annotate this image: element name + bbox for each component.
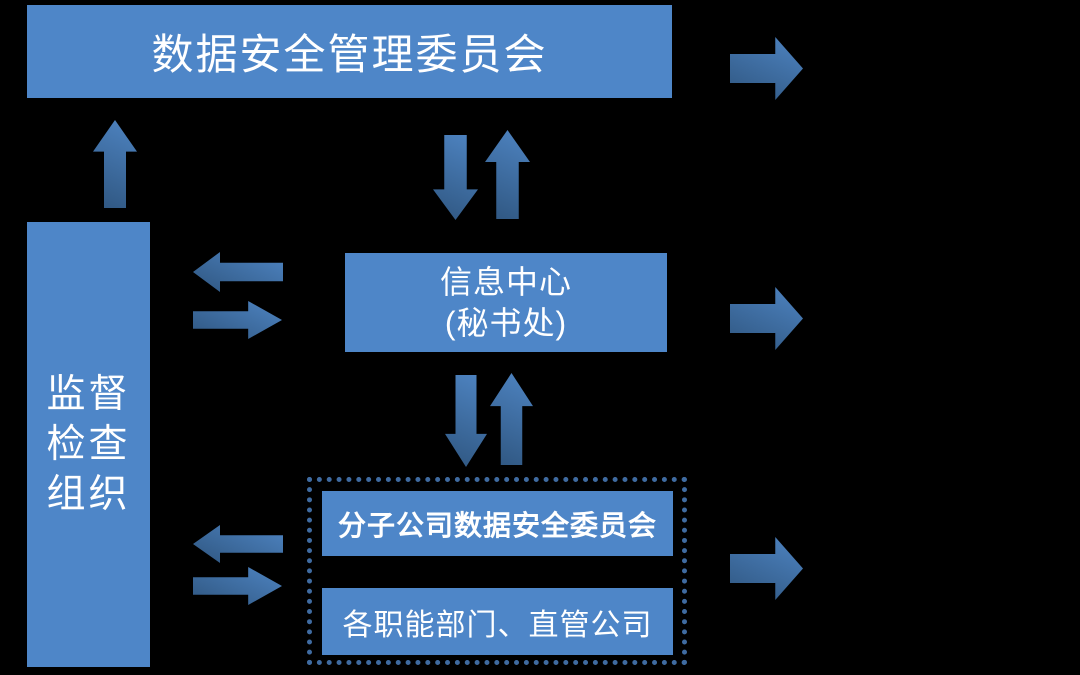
- arrow-up-info-to-committee-icon: [485, 130, 530, 219]
- arrow-left-subsidiary-to-supervision-icon: [193, 525, 283, 563]
- committee-label: 数据安全管理委员会: [151, 31, 548, 78]
- arrow-right-committee-outbound-icon: [730, 37, 803, 100]
- arrow-right-supervision-to-info-icon: [193, 301, 282, 339]
- subsidiary-committee-label: 分子公司数据安全委员会: [337, 509, 657, 541]
- supervision-label-line1: 监督: [46, 372, 131, 416]
- supervision-label-line2: 检查: [46, 422, 131, 466]
- arrow-up-subsidiary-to-info-icon: [490, 373, 533, 465]
- arrow-right-info-outbound-icon: [730, 287, 803, 350]
- info-center-label-line2: (秘书处): [444, 304, 568, 341]
- arrow-down-committee-to-info-icon: [433, 135, 478, 220]
- subsidiary-committee-box: 分子公司数据安全委员会: [322, 491, 673, 556]
- info-center-box: 信息中心 (秘书处): [345, 253, 667, 352]
- supervision-box: 监督 检查 组织: [27, 222, 150, 667]
- info-center-label-line1: 信息中心: [439, 263, 572, 300]
- arrow-right-subsidiary-outbound-icon: [730, 537, 803, 600]
- departments-box: 各职能部门、直管公司: [322, 588, 673, 655]
- departments-label: 各职能部门、直管公司: [342, 608, 653, 642]
- subsidiary-group-dashed-frame: 分子公司数据安全委员会 各职能部门、直管公司: [307, 477, 687, 665]
- committee-box: 数据安全管理委员会: [27, 5, 672, 98]
- arrow-left-info-to-supervision-icon: [193, 252, 283, 292]
- arrow-down-info-to-subsidiary-icon: [445, 375, 487, 467]
- arrow-up-supervision-to-committee-icon: [93, 120, 137, 208]
- supervision-label-line3: 组织: [46, 472, 131, 516]
- arrow-right-supervision-to-subsidiary-icon: [193, 567, 282, 605]
